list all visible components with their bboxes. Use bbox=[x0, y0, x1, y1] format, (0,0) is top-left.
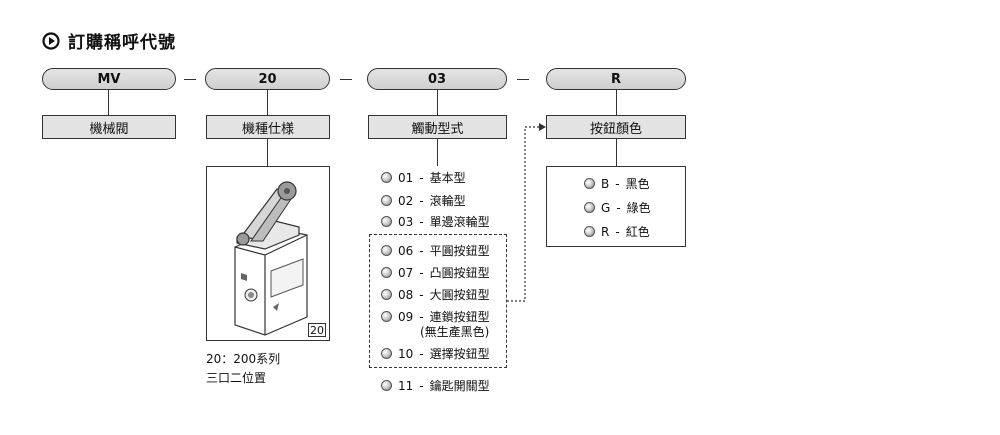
bullet-icon bbox=[381, 348, 392, 359]
label-color: 按鈕顏色 bbox=[546, 115, 686, 139]
label-actuation-text: 觸動型式 bbox=[411, 121, 464, 137]
option-sep: - bbox=[419, 265, 424, 280]
bullet-icon bbox=[381, 267, 392, 278]
label-series: 機種仕様 bbox=[206, 115, 330, 139]
connector-line bbox=[267, 139, 268, 166]
actuation-option: 08-大圓按鈕型 bbox=[381, 286, 490, 303]
option-name: 紅色 bbox=[625, 225, 650, 239]
valve-image-box: 20 bbox=[206, 166, 330, 341]
bullet-icon bbox=[381, 311, 392, 322]
group-to-color-arrow bbox=[507, 123, 546, 302]
connector-line bbox=[616, 90, 617, 115]
option-sep: - bbox=[419, 170, 424, 185]
option-code: 06 bbox=[398, 243, 414, 258]
connector-line bbox=[437, 139, 438, 166]
option-sep: - bbox=[419, 193, 424, 208]
option-code: 09 bbox=[398, 309, 414, 324]
bullet-icon bbox=[381, 289, 392, 300]
option-sep: - bbox=[615, 176, 620, 191]
bullet-icon bbox=[381, 380, 392, 391]
label-series-text: 機種仕様 bbox=[241, 121, 294, 137]
image-series-tag: 20 bbox=[308, 323, 326, 337]
option-code: 01 bbox=[398, 170, 414, 185]
code-color: R bbox=[610, 71, 621, 87]
code-pill-color: R bbox=[546, 68, 686, 90]
option-sep: - bbox=[419, 287, 424, 302]
option-sep: - bbox=[615, 224, 620, 239]
option-sep: - bbox=[616, 200, 621, 215]
actuation-option: 07-凸圓按鈕型 bbox=[381, 264, 490, 281]
option-code: R bbox=[601, 224, 610, 239]
option-sep: - bbox=[419, 309, 424, 324]
color-option: R-紅色 bbox=[584, 223, 650, 240]
button-type-group bbox=[369, 234, 507, 368]
bullet-icon bbox=[381, 245, 392, 256]
connector-line bbox=[267, 90, 268, 115]
label-color-text: 按鈕顏色 bbox=[589, 121, 642, 137]
bullet-icon bbox=[381, 172, 392, 183]
option-sep: - bbox=[419, 243, 424, 258]
bullet-icon bbox=[584, 202, 595, 213]
series-note-1: 20：200系列 bbox=[206, 352, 281, 366]
option-sub-note: (無生產黑色) bbox=[420, 325, 490, 339]
color-option: G-綠色 bbox=[584, 199, 651, 216]
code-series: 20 bbox=[258, 71, 277, 87]
color-option: B-黑色 bbox=[584, 175, 650, 192]
option-name: 凸圓按鈕型 bbox=[429, 266, 490, 280]
option-code: 11 bbox=[398, 378, 414, 393]
code-pill-series: 20 bbox=[205, 68, 330, 90]
code-pill-actuation: 03 bbox=[367, 68, 507, 90]
bullet-icon bbox=[584, 226, 595, 237]
actuation-option: 01-基本型 bbox=[381, 169, 466, 186]
code-pill-model: MV bbox=[42, 68, 176, 90]
option-name: 滾輪型 bbox=[429, 194, 466, 208]
actuation-option: 02-滾輪型 bbox=[381, 192, 466, 209]
actuation-option: 10-選擇按鈕型 bbox=[381, 345, 490, 362]
option-name: 大圓按鈕型 bbox=[429, 288, 490, 302]
option-code: 10 bbox=[398, 346, 414, 361]
option-code: B bbox=[601, 176, 610, 191]
actuation-option: 03-單邊滾輪型 bbox=[381, 213, 490, 230]
option-sep: - bbox=[419, 214, 424, 229]
option-name: 黑色 bbox=[625, 177, 650, 191]
bullet-icon bbox=[381, 195, 392, 206]
play-circle-icon bbox=[42, 31, 60, 50]
series-note-2: 三口二位置 bbox=[206, 371, 267, 385]
actuation-option: 06-平圓按鈕型 bbox=[381, 242, 490, 259]
label-actuation: 觸動型式 bbox=[368, 115, 507, 139]
option-code: 07 bbox=[398, 265, 414, 280]
bullet-icon bbox=[584, 178, 595, 189]
option-sep: - bbox=[419, 378, 424, 393]
option-name: 連鎖按鈕型 bbox=[429, 310, 490, 324]
option-name: 基本型 bbox=[429, 171, 466, 185]
option-name: 綠色 bbox=[626, 201, 651, 215]
option-name: 選擇按鈕型 bbox=[429, 347, 490, 361]
actuation-option: 11-鑰匙開關型 bbox=[381, 377, 490, 394]
code-dash bbox=[340, 79, 352, 80]
code-dash bbox=[517, 79, 529, 80]
option-sep: - bbox=[419, 346, 424, 361]
code-dash bbox=[184, 79, 196, 80]
actuation-option: 09-連鎖按鈕型 bbox=[381, 308, 490, 325]
option-name: 鑰匙開關型 bbox=[429, 379, 490, 393]
label-model: 機械閥 bbox=[42, 115, 176, 139]
connector-line bbox=[437, 90, 438, 115]
valve-illustration bbox=[234, 181, 308, 336]
label-model-text: 機械閥 bbox=[89, 121, 129, 137]
title-text: 訂購稱呼代號 bbox=[68, 33, 176, 53]
option-code: 02 bbox=[398, 193, 414, 208]
option-name: 單邊滾輪型 bbox=[429, 215, 490, 229]
section-title: 訂購稱呼代號 bbox=[42, 28, 176, 53]
connector-line bbox=[616, 139, 617, 166]
connector-line bbox=[108, 90, 109, 115]
option-code: G bbox=[601, 200, 611, 215]
code-model: MV bbox=[97, 71, 121, 87]
option-name: 平圓按鈕型 bbox=[429, 244, 490, 258]
option-code: 08 bbox=[398, 287, 414, 302]
bullet-icon bbox=[381, 216, 392, 227]
color-options-box bbox=[546, 166, 686, 247]
code-actuation: 03 bbox=[427, 71, 447, 87]
option-code: 03 bbox=[398, 214, 414, 229]
